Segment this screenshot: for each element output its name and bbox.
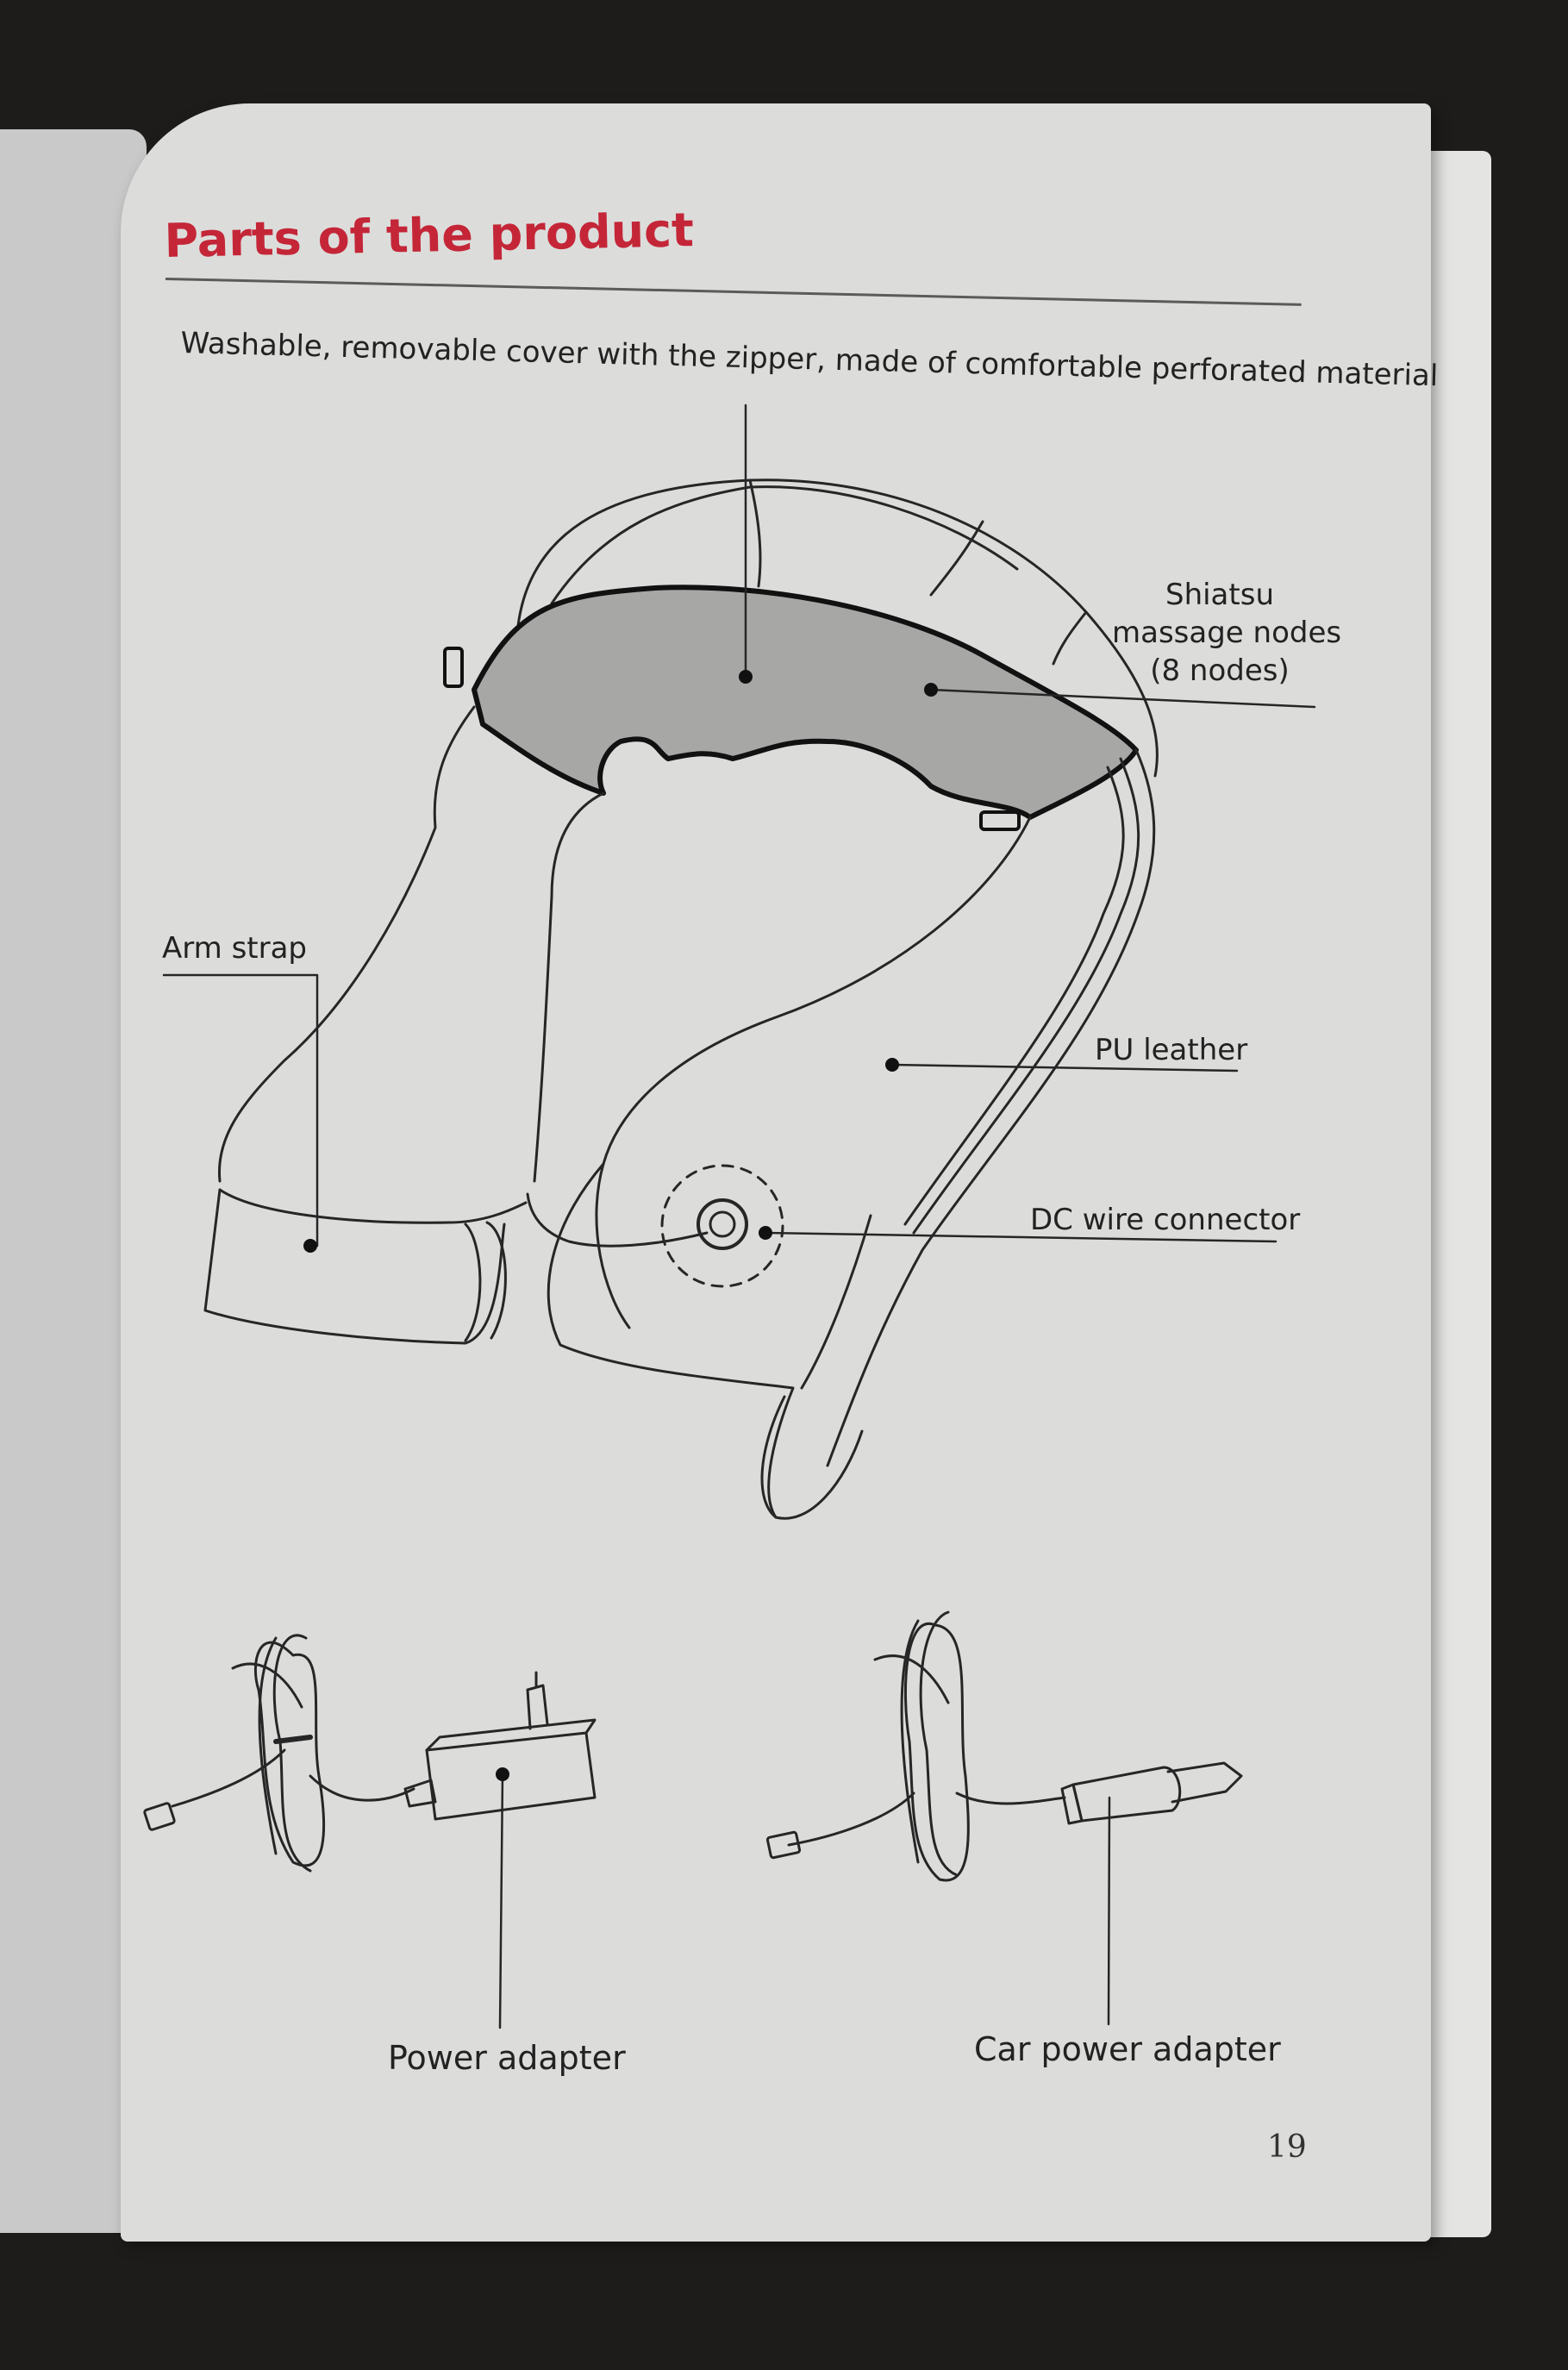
dc-connector-port (697, 1198, 748, 1250)
arm-strap-loop (203, 1188, 506, 1345)
car-cable-coil-4 (873, 1654, 950, 1704)
dc-connector-pin (709, 1210, 736, 1238)
car-cable-tail (787, 1792, 915, 1847)
right-strap-loop (547, 1162, 864, 1520)
collar-outline (515, 478, 1159, 778)
power-adapter-body (425, 1731, 597, 1821)
car-adapter-body (1071, 1766, 1182, 1823)
arm-strap-leader (162, 973, 319, 1248)
power-adapter-leader (498, 1773, 504, 2029)
power-adapter-label: Power adapter (388, 2039, 626, 2077)
dc-connector-leader-dot (759, 1226, 772, 1240)
power-adapter-prong (526, 1684, 549, 1730)
power-cable-coil-4 (231, 1662, 303, 1709)
car-adapter-grip (1060, 1783, 1084, 1825)
power-cable-to-box (309, 1774, 415, 1802)
power-adapter-drawing (143, 1634, 597, 1873)
power-adapter-leader-dot (496, 1767, 509, 1781)
right-body-outline (826, 748, 1156, 1467)
right-strap-inner (760, 1395, 786, 1519)
dc-connector-label: DC wire connector (1030, 1203, 1301, 1237)
zip-cover (472, 585, 1139, 820)
power-cable-coil (253, 1641, 326, 1867)
manual-page (121, 103, 1431, 2242)
nodes-leader (929, 688, 1316, 709)
pu-leather-label: PU leather (1095, 1033, 1248, 1067)
cover-leader-dot (739, 670, 753, 684)
pu-leather-leader-dot (885, 1058, 899, 1072)
nodes-leader-dot (924, 683, 938, 697)
right-strap-inner-2 (800, 1214, 872, 1390)
zipper-pull-left (443, 647, 464, 688)
power-cable-plug (143, 1802, 176, 1831)
right-body-seam (912, 757, 1140, 1235)
dc-connector-leader (764, 1231, 1278, 1243)
nodes-label-line1: Shiatsu (1165, 578, 1274, 612)
collar-seam (550, 485, 1019, 605)
zipper-pull-right (979, 810, 1021, 831)
page-number: 19 (1267, 2129, 1307, 2165)
nodes-callout-label: Shiatsu massage nodes (8 nodes) (1112, 576, 1342, 690)
arm-strap-label: Arm strap (162, 931, 308, 966)
car-adapter-tip (1166, 1761, 1243, 1804)
car-cable-coil-2 (919, 1610, 959, 1877)
car-cable-coil (903, 1622, 970, 1882)
power-cable-tie (273, 1735, 313, 1744)
car-cable-coil-3 (900, 1619, 920, 1864)
collar-panel-line-2 (929, 520, 984, 597)
collar-panel-line (748, 478, 762, 588)
power-adapter-top (425, 1718, 597, 1752)
car-adapter-drawing (765, 1610, 1243, 1882)
left-body-outline (217, 705, 476, 1183)
nodes-label-line3: (8 nodes) (1150, 653, 1290, 688)
arm-strap-band (218, 1188, 528, 1224)
right-inner-edge (595, 816, 1032, 1329)
car-cable-to-plug (955, 1792, 1066, 1805)
nodes-label-line2: massage nodes (1112, 616, 1342, 650)
car-cable-plug (765, 1830, 802, 1860)
arm-strap-leader-dot (303, 1239, 317, 1253)
power-adapter-strain (403, 1779, 437, 1808)
collar-panel-line-3 (1052, 610, 1088, 666)
arm-strap-inner (464, 1223, 482, 1342)
power-cable-tail (171, 1748, 286, 1808)
dc-connector-zone (660, 1164, 784, 1288)
dc-wire (526, 1192, 709, 1248)
left-inner-edge (533, 791, 605, 1183)
pu-leather-leader (890, 1063, 1239, 1072)
power-cable-coil-3 (258, 1636, 278, 1855)
right-body-seam-2 (903, 766, 1125, 1226)
car-adapter-label: Car power adapter (974, 2030, 1281, 2068)
arm-strap-inner-2 (485, 1221, 507, 1340)
